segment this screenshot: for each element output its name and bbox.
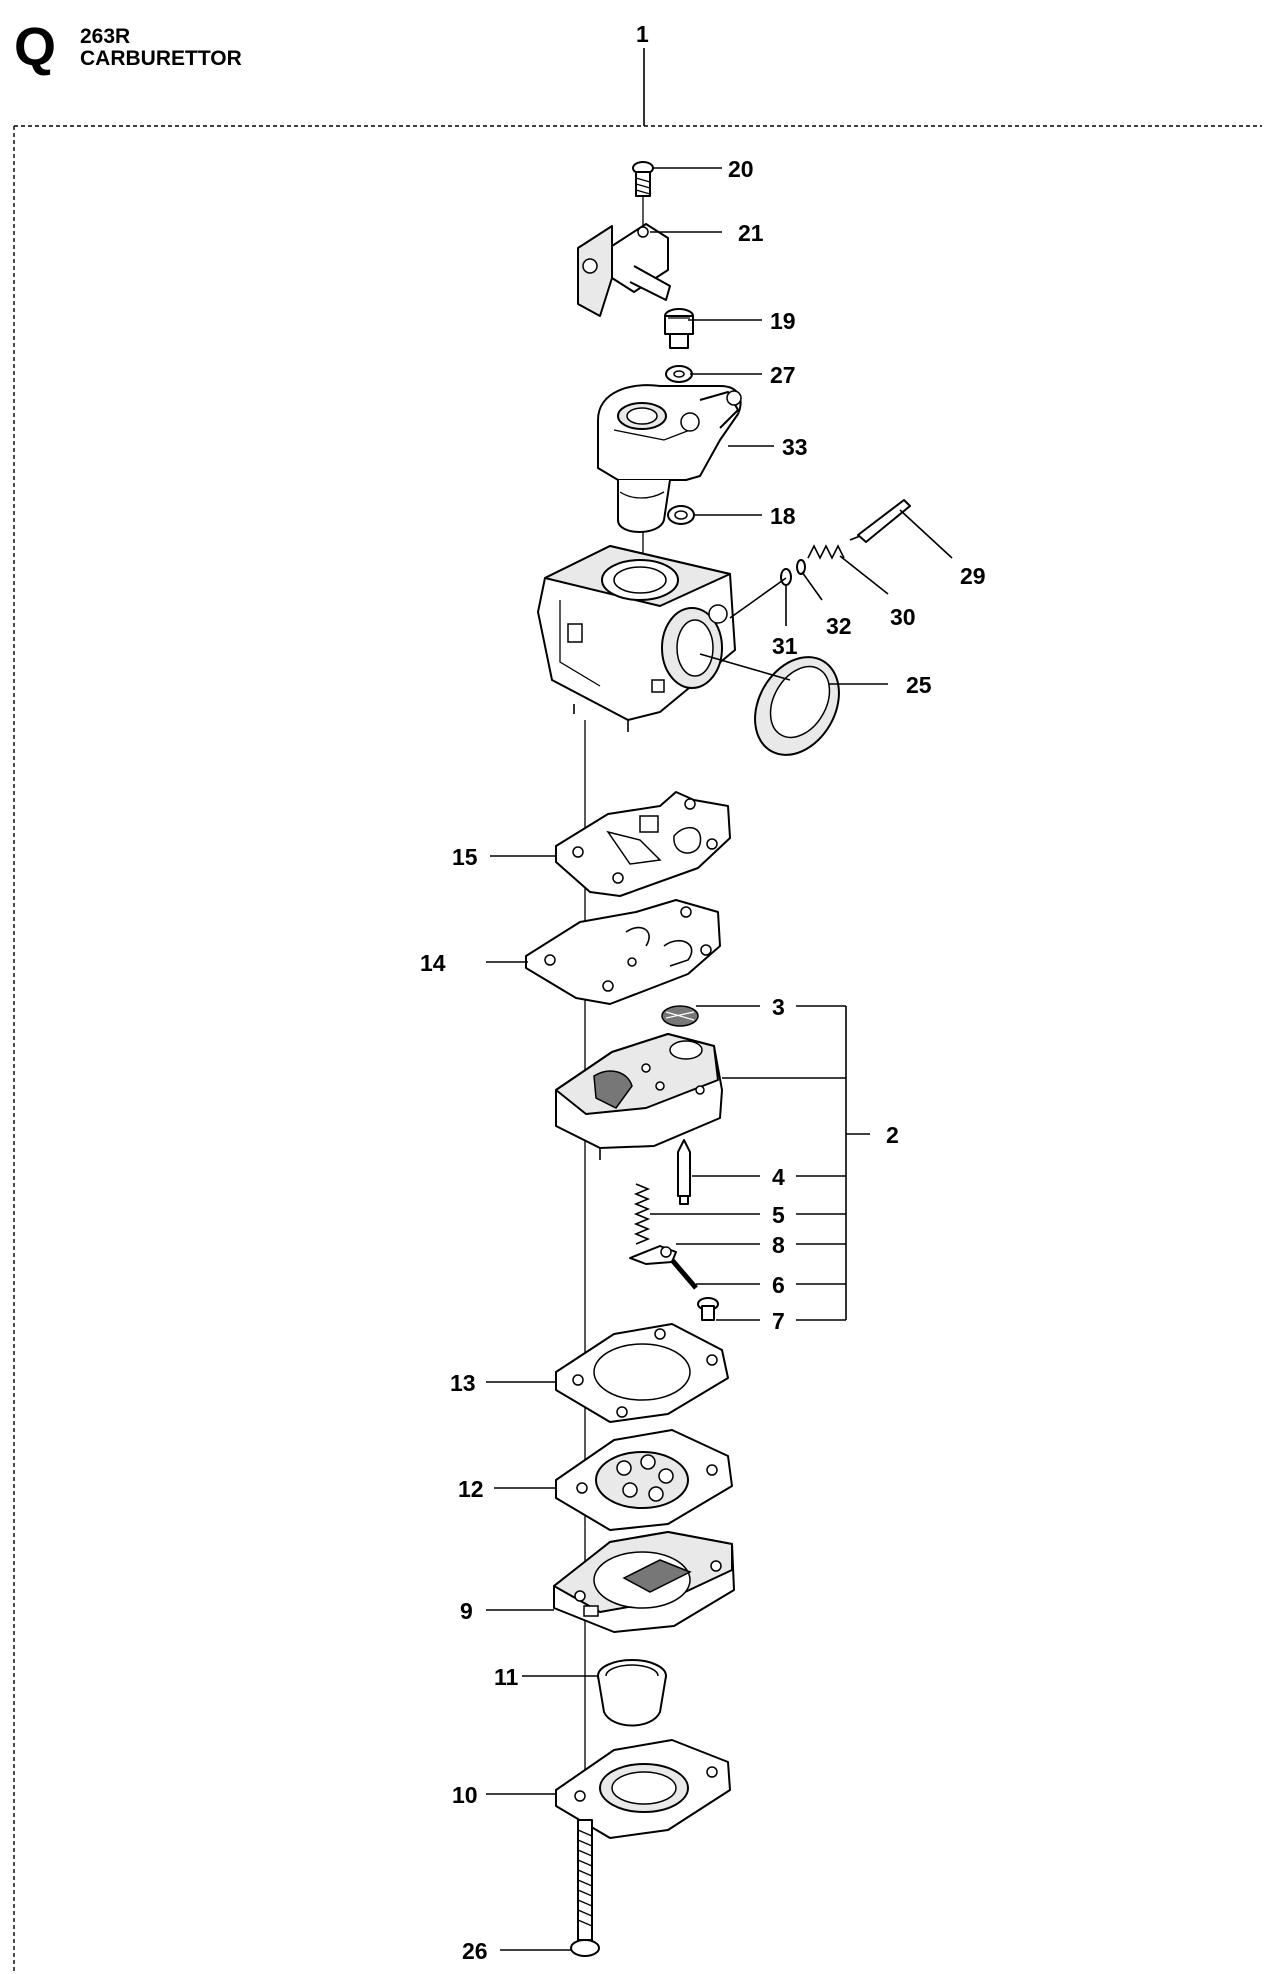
callout-10: 10 [452, 1782, 478, 1808]
callout-9: 9 [460, 1598, 473, 1624]
part-30-spring [807, 544, 845, 560]
callout-26: 26 [462, 1938, 488, 1964]
callout-33: 33 [782, 434, 808, 460]
model-number: 263R [80, 25, 131, 48]
part-29-needle [849, 499, 911, 543]
part-15-gasket [555, 791, 731, 897]
part-4-needle-valve [677, 1139, 691, 1205]
part-2-metering-body [555, 1033, 723, 1160]
callout-3: 3 [772, 994, 785, 1020]
callout-32: 32 [826, 613, 852, 639]
callout-15: 15 [452, 844, 478, 870]
callout-11: 11 [494, 1664, 519, 1690]
part-13-gasket [555, 1323, 729, 1423]
part-9-pump-cover [553, 1531, 735, 1633]
callout-30: 30 [890, 604, 916, 630]
callout-4: 4 [772, 1164, 785, 1190]
callout-6: 6 [772, 1272, 785, 1298]
part-7-screw [697, 1297, 719, 1321]
callout-12: 12 [458, 1476, 484, 1502]
frame-dashed-border [13, 48, 1262, 1974]
callout-13: 13 [450, 1370, 476, 1396]
callout-31: 31 [772, 633, 798, 659]
part-5-spring [633, 1183, 651, 1245]
section-letter: Q [14, 17, 57, 77]
leader-lines [486, 167, 953, 1951]
part-21-bracket [577, 223, 671, 317]
callout-5: 5 [772, 1202, 785, 1228]
diagram-title: CARBURETTOR [80, 47, 242, 70]
part-31-washer [780, 568, 792, 586]
part-27-washer [665, 365, 693, 383]
part-20-screw [632, 161, 654, 197]
part-8-lever [629, 1245, 677, 1265]
callout-25: 25 [906, 672, 932, 698]
part-3-screen [661, 1005, 699, 1027]
part-25-filter-ring [754, 656, 840, 756]
part-12-diaphragm [555, 1429, 733, 1531]
part-32-oring [796, 559, 806, 575]
callout-18: 18 [770, 503, 796, 529]
part-14-gasket [525, 899, 721, 1005]
callout-27: 27 [770, 362, 796, 388]
callout-29: 29 [960, 563, 986, 589]
part-6-pin [670, 1258, 698, 1290]
part-18-clip [667, 505, 695, 525]
part-10-cover [555, 1739, 731, 1839]
part-11-cup [597, 1659, 667, 1727]
callout-1: 1 [636, 21, 649, 47]
carburettor-body [537, 545, 736, 732]
part-26-long-screw [570, 1819, 600, 1957]
part-33-throttle-housing [597, 384, 742, 533]
part-19-adjuster [664, 308, 694, 349]
callout-20: 20 [728, 156, 754, 182]
callout-14: 14 [420, 950, 446, 976]
callout-labels: 1 20 21 19 27 33 18 29 30 32 31 25 15 14… [420, 21, 986, 1964]
callout-7: 7 [772, 1308, 785, 1334]
callout-8: 8 [772, 1232, 785, 1258]
callout-19: 19 [770, 308, 796, 334]
callout-2: 2 [886, 1122, 899, 1148]
callout-21: 21 [738, 220, 764, 246]
